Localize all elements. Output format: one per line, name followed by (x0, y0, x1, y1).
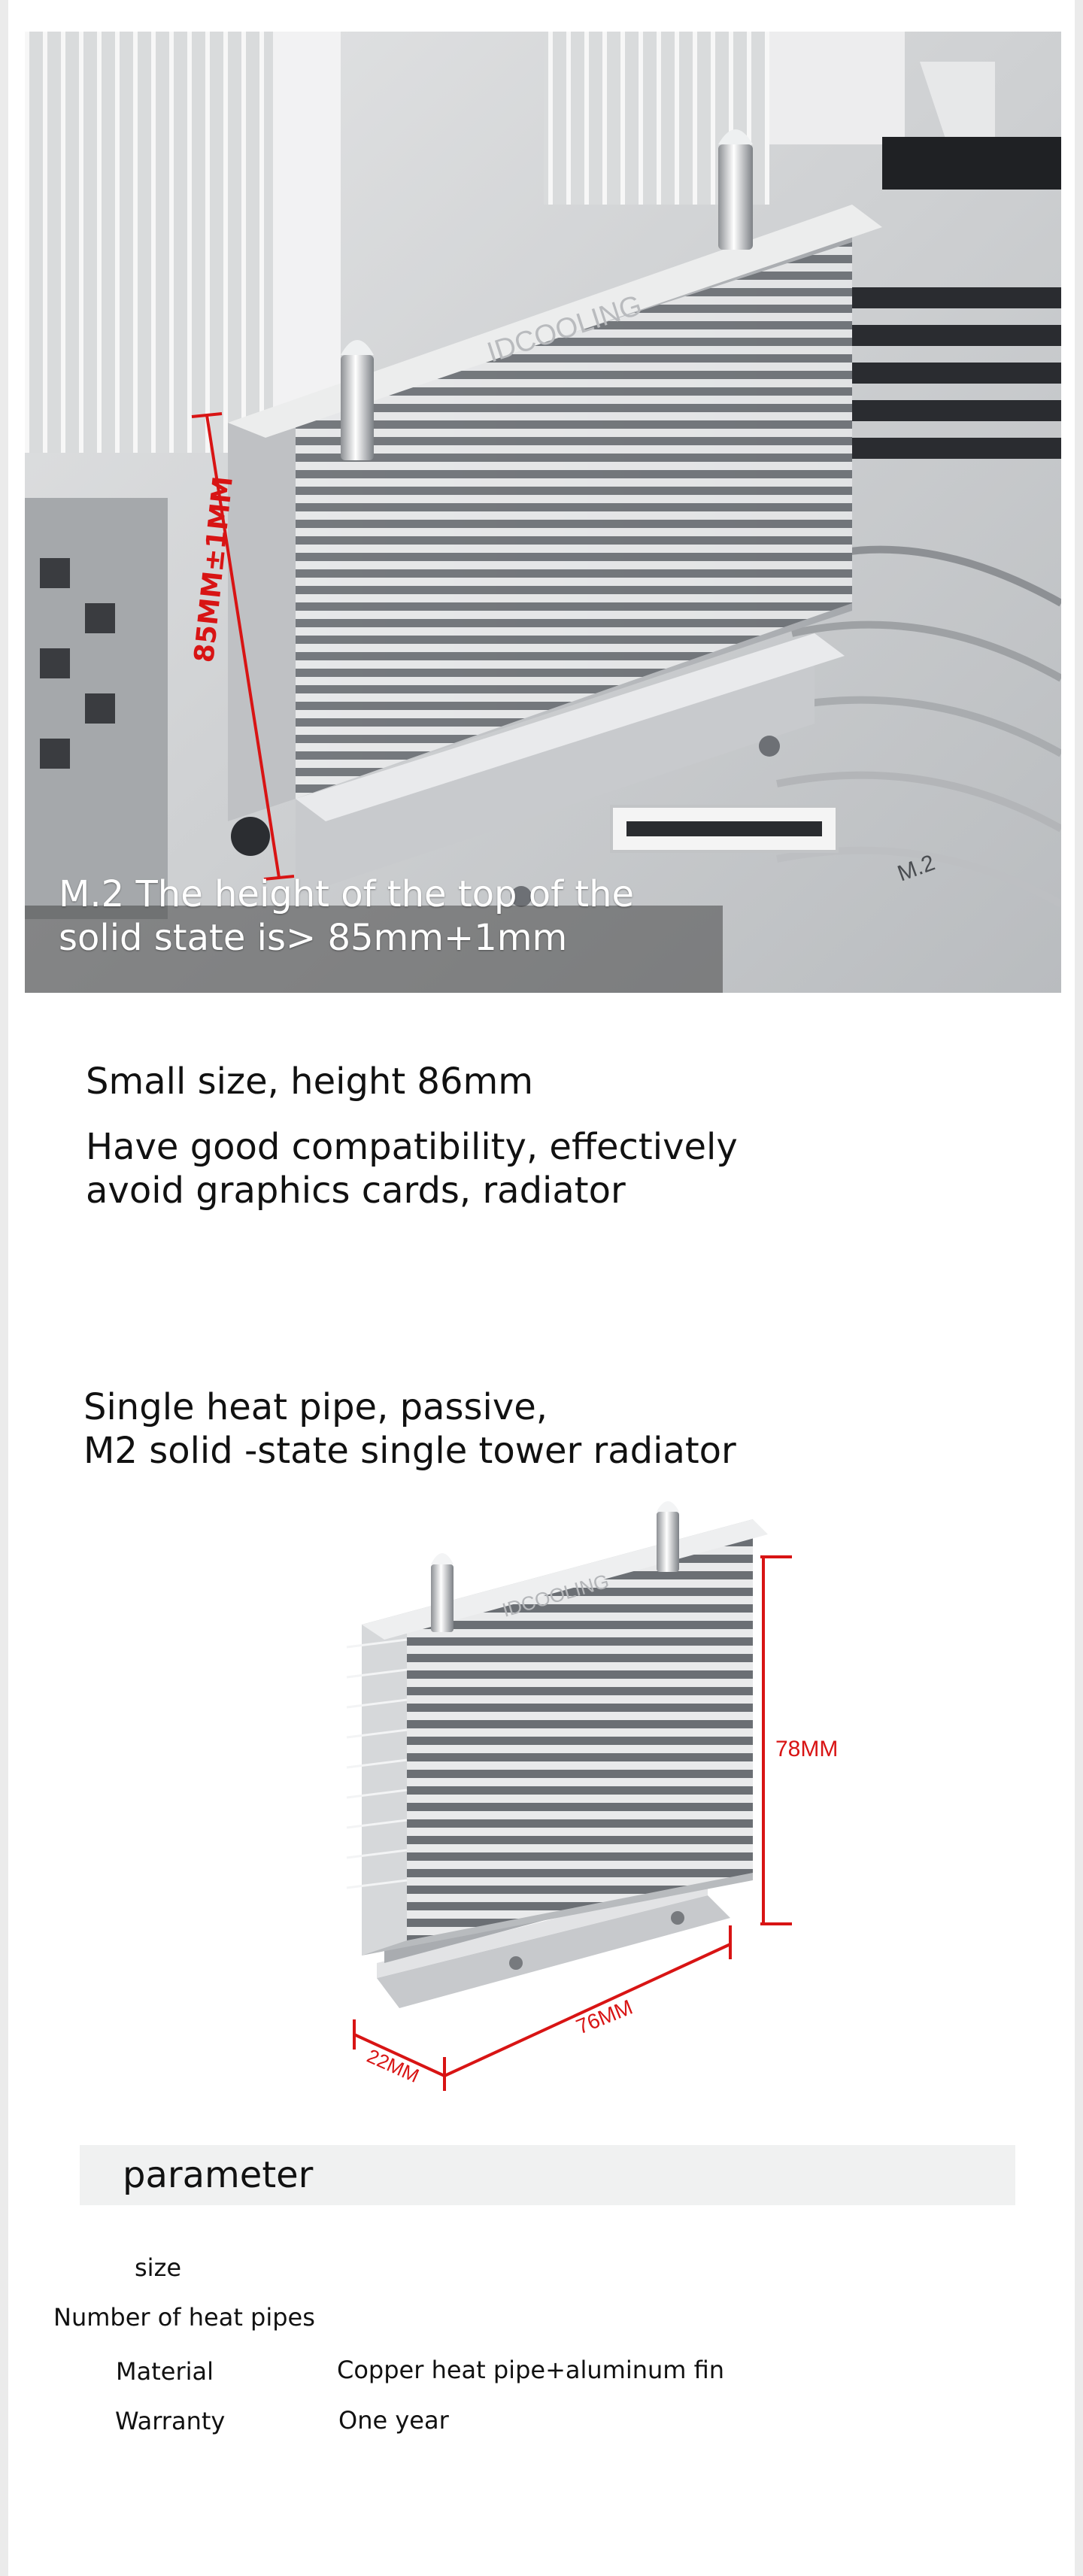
caption-line-2: solid state is> 85mm+1mm (59, 917, 568, 959)
param-label-material: Material (116, 2357, 214, 2386)
compatibility-line-2: avoid graphics cards, radiator (86, 1170, 626, 1212)
parameter-header-bar (80, 2145, 1015, 2205)
compatibility-line-1: Have good compatibility, effectively (86, 1126, 738, 1168)
caption-bar (25, 906, 723, 993)
height-dimension: 78MM (775, 1737, 838, 1761)
param-label-size: size (135, 2253, 182, 2282)
product-heading-line-1: Single heat pipe, passive, (83, 1386, 548, 1428)
height-feature: Small size, height 86mm (86, 1060, 534, 1103)
banner-caption: M.2 The height of the top of the solid s… (59, 872, 705, 960)
parameter-title: parameter (123, 2154, 314, 2196)
caption-line-1: M.2 The height of the top of the (59, 873, 635, 915)
param-value-material: Copper heat pipe+aluminum fin (337, 2356, 725, 2384)
product-heading: Single heat pipe, passive, M2 solid -sta… (83, 1385, 736, 1473)
compatibility-feature: Have good compatibility, effectively avo… (86, 1125, 738, 1212)
param-value-warranty: One year (338, 2406, 449, 2435)
product-detail-page: M.2 IDCOOLING 85MM±1MM (8, 0, 1075, 2576)
param-label-heat-pipes: Number of heat pipes (53, 2303, 315, 2332)
param-label-warranty: Warranty (115, 2407, 226, 2435)
motherboard-photo: M.2 IDCOOLING 85MM±1MM (25, 32, 1061, 993)
product-dimension-drawing: IDCOOLING 78MM 76MM 22MM (332, 1497, 873, 2098)
product-heading-line-2: M2 solid -state single tower radiator (83, 1430, 736, 1472)
